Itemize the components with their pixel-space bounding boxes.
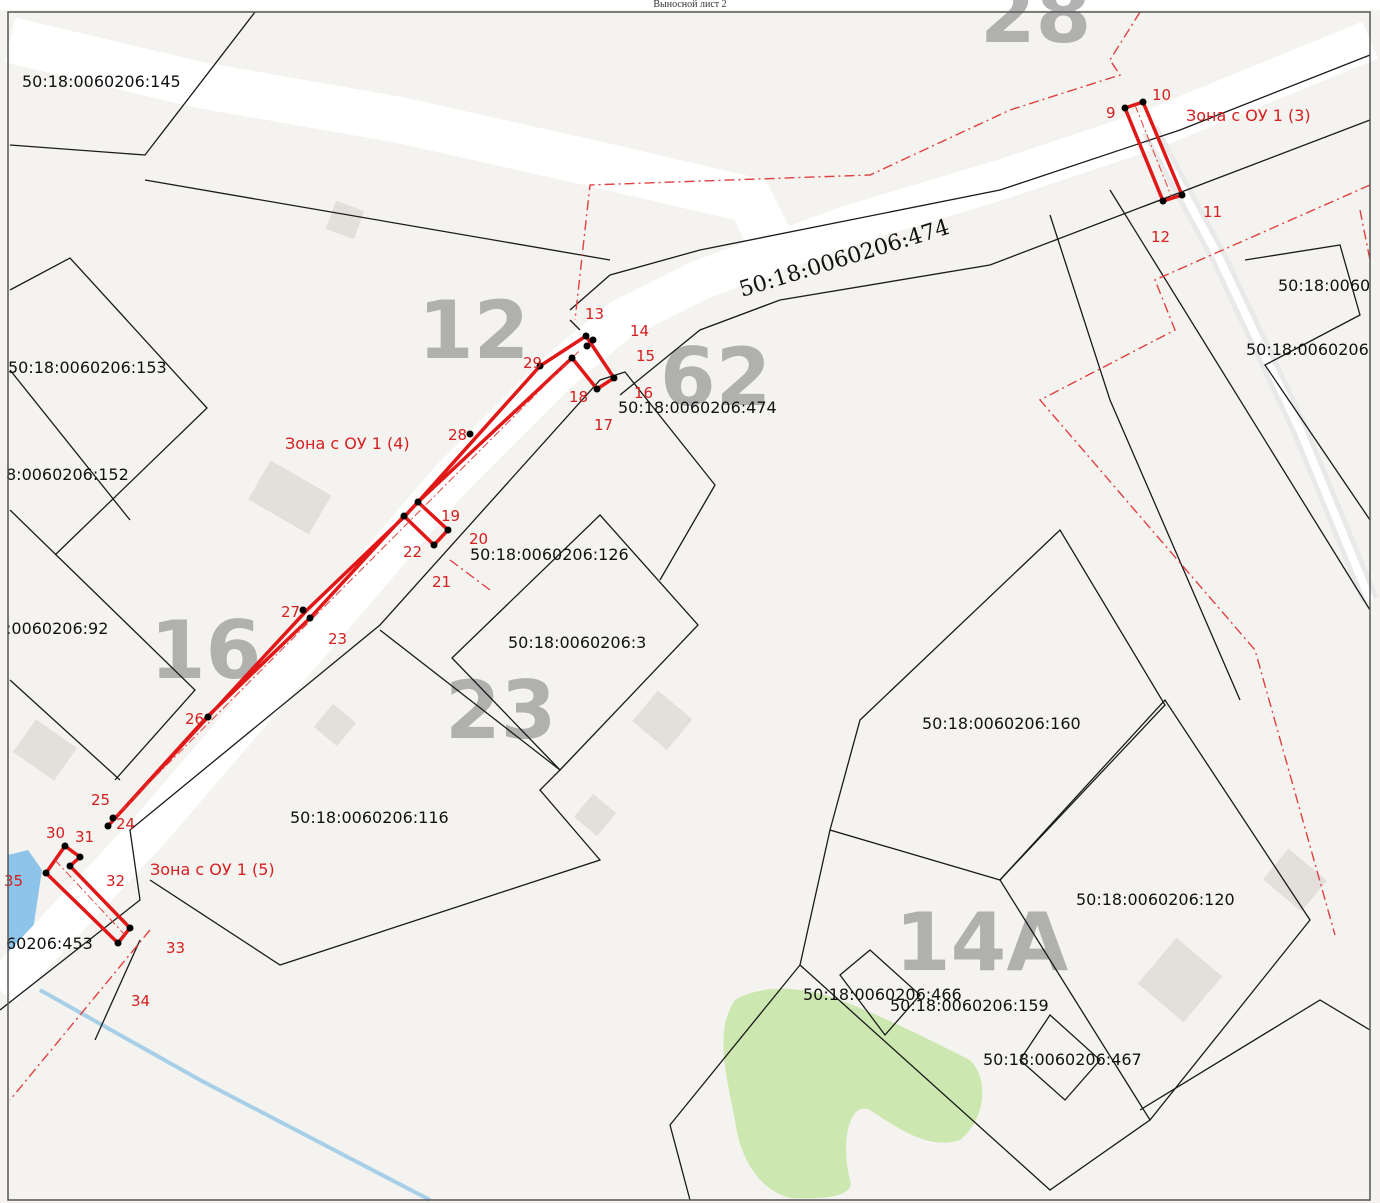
house-number-12: 12 [418, 284, 529, 377]
parcel-label-453: 60206:453 [6, 934, 93, 953]
zone-boundaries [9, 11, 1371, 1101]
parcel-label-right-1: 50:18:0060 [1278, 276, 1370, 295]
parcel-label-159: 50:18:0060206:159 [890, 996, 1049, 1015]
point-10: 10 [1152, 86, 1171, 104]
point-11: 11 [1203, 203, 1222, 221]
zone-centerlines [54, 104, 1173, 936]
parcel-label-right-2: 50:18:0060206 [1246, 340, 1369, 359]
zone-label-5: Зона с ОУ 1 (5) [150, 860, 275, 879]
point-22: 22 [403, 543, 422, 561]
house-number-23: 23 [445, 664, 556, 757]
point-18: 18 [569, 388, 588, 406]
point-21: 21 [432, 573, 451, 591]
point-23: 23 [328, 630, 347, 648]
stream [39, 988, 431, 1202]
point-35: 35 [4, 872, 23, 890]
vertex-points [42, 98, 1186, 947]
upper-road [4, 17, 791, 251]
point-16: 16 [634, 384, 653, 402]
point-31: 31 [75, 828, 94, 846]
main-road [0, 21, 1378, 1004]
house-numbers: 28 12 62 16 23 14А [150, 0, 1091, 989]
point-9: 9 [1106, 104, 1116, 122]
point-32: 32 [106, 872, 125, 890]
parcel-label-153: 50:18:0060206:153 [8, 358, 167, 377]
point-numbers: 9 10 11 12 13 14 15 16 17 18 19 20 21 22… [4, 86, 1222, 1010]
parcel-label-3: 50:18:0060206:3 [508, 633, 646, 652]
parcel-label-466: 50:18:0060206:466 [803, 985, 962, 1004]
parcel-label-120: 50:18:0060206:120 [1076, 890, 1235, 909]
point-14: 14 [630, 322, 649, 340]
point-27: 27 [281, 603, 300, 621]
map-border [7, 11, 1371, 1201]
parcel-label-152: 8:0060206:152 [6, 465, 129, 484]
house-number-14a: 14А [895, 896, 1068, 989]
house-number-28: 28 [980, 0, 1091, 61]
point-26: 26 [185, 710, 204, 728]
point-15: 15 [636, 347, 655, 365]
parcel-boundaries [0, 11, 1371, 1201]
point-24: 24 [116, 815, 135, 833]
parcel-label-126: 50:18:0060206:126 [470, 545, 629, 564]
point-20: 20 [469, 530, 488, 548]
point-33: 33 [166, 939, 185, 957]
house-number-62: 62 [660, 331, 771, 424]
green-area [723, 988, 983, 1199]
sheet-title: Выносной лист 2 [0, 0, 1380, 10]
parcel-label-474-small: 50:18:0060206:474 [618, 398, 777, 417]
zone-labels: Зона с ОУ 1 (3) Зона с ОУ 1 (4) Зона с О… [150, 106, 1311, 879]
point-13: 13 [585, 305, 604, 323]
parcel-label-116: 50:18:0060206:116 [290, 808, 449, 827]
parcel-label-92: :0060206:92 [6, 619, 108, 638]
parcel-label-160: 50:18:0060206:160 [922, 714, 1081, 733]
point-28: 28 [448, 426, 467, 444]
point-25: 25 [91, 791, 110, 809]
point-12: 12 [1151, 228, 1170, 246]
parcel-label-467: 50:18:0060206:467 [983, 1050, 1142, 1069]
point-17: 17 [594, 416, 613, 434]
point-30: 30 [46, 824, 65, 842]
building-blobs [13, 200, 1328, 1023]
point-34: 34 [131, 992, 150, 1010]
zone-label-3: Зона с ОУ 1 (3) [1186, 106, 1311, 125]
parcel-label-145: 50:18:0060206:145 [22, 72, 181, 91]
point-29: 29 [523, 354, 542, 372]
zone-label-4: Зона с ОУ 1 (4) [285, 434, 410, 453]
point-19: 19 [441, 507, 460, 525]
